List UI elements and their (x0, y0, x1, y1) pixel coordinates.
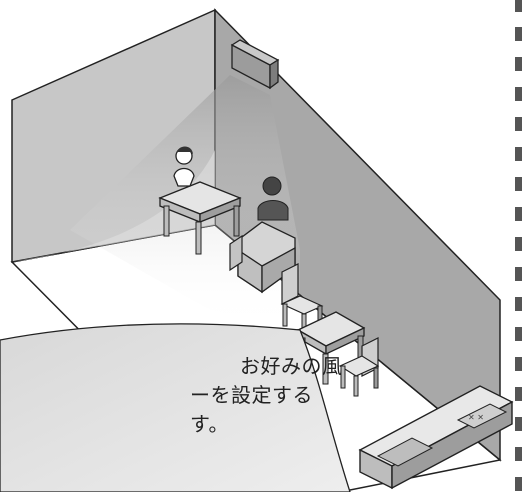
caption-line-3: す。 (190, 412, 229, 436)
kitchen-counter: ✕ ✕ (358, 385, 514, 490)
caption-line-2: ーを設定する (190, 383, 313, 407)
caption-panel (0, 323, 351, 492)
person-woman (173, 146, 195, 187)
divider-dashes (515, 0, 522, 491)
chair-2 (338, 337, 380, 397)
chair-1 (280, 263, 324, 335)
dining-table-1 (158, 181, 242, 255)
person-man (257, 176, 289, 221)
sink (376, 437, 434, 467)
air-conditioner (230, 39, 280, 90)
armchair (229, 221, 296, 294)
svg-text:✕ ✕: ✕ ✕ (468, 413, 484, 422)
caption-line-1: お好みの風 (240, 354, 343, 378)
stove (456, 403, 508, 429)
caption: お好みの風 ーを設定する す。 (0, 352, 343, 439)
